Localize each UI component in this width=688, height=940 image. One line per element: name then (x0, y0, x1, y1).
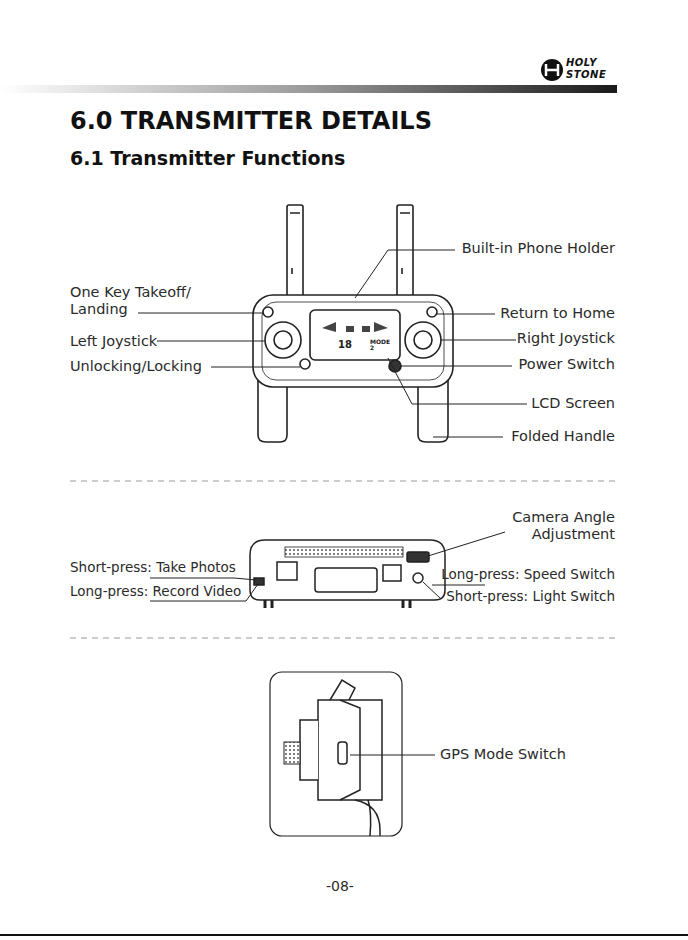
page-number: -08- (326, 878, 354, 894)
transmitter-top-view (253, 205, 453, 442)
part-label: Built-in Phone Holder (462, 240, 615, 257)
transmitter-side-view (270, 672, 402, 836)
part-label: Right Joystick (517, 330, 615, 347)
logo-mark (541, 59, 563, 81)
header-bar (0, 85, 617, 93)
footer-rule (0, 934, 688, 936)
separator (70, 481, 616, 638)
part-label: Unlocking/Locking (70, 358, 202, 375)
part-label: GPS Mode Switch (440, 746, 566, 763)
part-label: Long-press: Speed Switch (441, 567, 615, 583)
lcd-mode: MODE 2 (370, 339, 392, 351)
part-label: Power Switch (519, 356, 615, 373)
part-label: Folded Handle (511, 428, 615, 445)
part-label: Camera Angle Adjustment (500, 509, 615, 542)
lcd-digits: 18 (338, 340, 352, 350)
subheading: 6.1 Transmitter Functions (70, 148, 345, 170)
part-label: Short-press: Light Switch (446, 589, 615, 605)
logo-text: HOLY (566, 57, 597, 69)
part-label: Return to Home (500, 305, 615, 322)
part-label: One Key Takeoff/ Landing (70, 284, 205, 317)
leader-lines (138, 250, 527, 437)
logo-text: STONE (566, 69, 606, 81)
page-title: 6.0 TRANSMITTER DETAILS (70, 108, 432, 136)
part-label: LCD Screen (531, 395, 615, 412)
transmitter-front-view (250, 540, 445, 608)
leader-line (350, 755, 435, 756)
part-label: Long-press: Record Video (70, 584, 241, 600)
part-label: Left Joystick (70, 333, 157, 350)
part-label: Short-press: Take Photos (70, 560, 236, 576)
